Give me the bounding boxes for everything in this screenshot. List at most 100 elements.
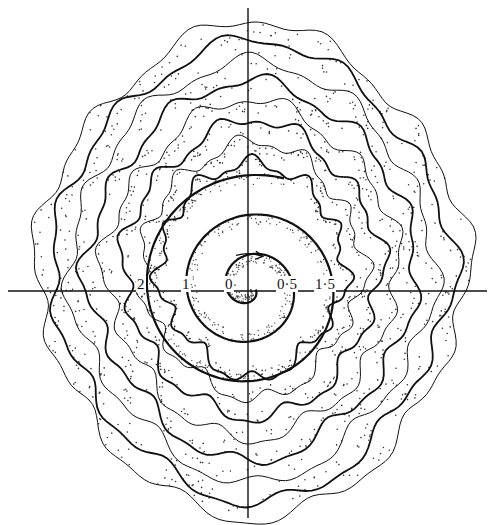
stipple-dot <box>119 296 121 298</box>
stipple-dot <box>49 345 51 347</box>
stipple-dot <box>250 258 251 259</box>
stipple-dot <box>186 474 188 476</box>
stipple-dot <box>235 298 236 299</box>
stipple-dot <box>116 113 118 115</box>
stipple-dot <box>238 39 240 41</box>
stipple-dot <box>343 474 345 476</box>
stipple-dot <box>148 332 150 334</box>
stipple-dot <box>349 316 351 318</box>
stipple-dot <box>329 382 331 384</box>
stipple-dot <box>405 233 407 235</box>
stipple-dot <box>302 133 304 135</box>
stipple-dot <box>230 470 232 472</box>
growth-line <box>150 154 354 380</box>
stipple-dot <box>279 270 280 271</box>
stipple-dot <box>445 340 447 342</box>
stipple-dot <box>93 163 95 165</box>
stipple-dot <box>405 393 407 395</box>
stipple-dot <box>98 115 100 117</box>
stipple-dot <box>323 381 325 383</box>
stipple-dot <box>109 146 111 148</box>
stipple-dot <box>359 346 361 348</box>
stipple-dot <box>334 263 336 265</box>
stipple-dot <box>353 108 355 110</box>
stipple-dot <box>92 288 94 290</box>
stipple-dot <box>279 272 280 273</box>
stipple-dot <box>127 431 129 433</box>
stipple-dot <box>185 45 187 47</box>
stipple-dot <box>167 230 169 232</box>
stipple-dot <box>144 219 146 221</box>
stipple-dot <box>403 268 405 270</box>
stipple-dot <box>443 237 445 239</box>
stipple-dot <box>358 254 360 256</box>
stipple-dot <box>366 80 368 82</box>
stipple-dot <box>306 238 307 239</box>
stipple-dot <box>238 269 239 270</box>
stipple-dot <box>175 481 177 483</box>
stipple-dot <box>269 266 270 267</box>
stipple-dot <box>90 129 92 131</box>
stipple-dot <box>202 253 203 254</box>
stipple-dot <box>239 265 240 266</box>
stipple-dot <box>243 265 244 266</box>
stipple-dot <box>251 295 252 296</box>
stipple-dot <box>348 183 350 185</box>
stipple-dot <box>259 153 261 155</box>
stipple-dot <box>83 309 85 311</box>
stipple-dot <box>271 367 272 368</box>
stipple-dot <box>200 154 202 156</box>
stipple-dot <box>356 198 358 200</box>
stipple-dot <box>456 275 458 277</box>
stipple-dot <box>408 184 410 186</box>
stipple-dot <box>440 275 442 277</box>
stipple-dot <box>380 273 382 275</box>
stipple-dot <box>237 507 239 509</box>
stipple-dot <box>228 112 230 114</box>
stipple-dot <box>315 110 317 112</box>
stipple-dot <box>173 334 174 335</box>
stipple-dot <box>166 248 168 250</box>
stipple-dot <box>314 477 316 479</box>
stipple-dot <box>326 71 328 73</box>
stipple-dot <box>274 105 276 107</box>
stipple-dot <box>137 341 139 343</box>
stipple-dot <box>105 131 107 133</box>
stipple-dot <box>185 454 187 456</box>
stipple-dot <box>157 300 158 301</box>
stipple-dot <box>146 174 148 176</box>
stipple-dot <box>159 306 160 307</box>
stipple-dot <box>115 180 117 182</box>
stipple-dot <box>415 162 417 164</box>
stipple-dot <box>336 296 338 298</box>
stipple-dot <box>218 229 219 230</box>
stipple-dot <box>423 183 425 185</box>
stipple-dot <box>154 301 155 302</box>
stipple-dot <box>171 377 173 379</box>
stipple-dot <box>156 180 158 182</box>
stipple-dot <box>323 120 325 122</box>
stipple-dot <box>55 352 57 354</box>
stipple-dot <box>242 259 243 260</box>
stipple-dot <box>369 434 371 436</box>
stipple-dot <box>333 378 335 380</box>
stipple-dot <box>104 374 106 376</box>
stipple-dot <box>196 172 198 174</box>
stipple-dot <box>174 150 176 152</box>
stipple-dot <box>429 179 431 181</box>
stipple-dot <box>441 310 443 312</box>
stipple-dot <box>371 146 373 148</box>
stipple-dot <box>156 222 158 224</box>
stipple-dot <box>139 84 141 86</box>
stipple-dot <box>78 268 80 270</box>
stipple-dot <box>263 262 264 263</box>
stipple-dot <box>250 88 252 90</box>
stipple-dot <box>284 293 285 294</box>
stipple-dot <box>306 177 308 179</box>
stipple-dot <box>260 221 261 222</box>
stipple-dot <box>336 428 338 430</box>
stipple-dot <box>311 114 313 116</box>
stipple-dot <box>264 260 265 261</box>
stipple-dot <box>246 297 247 298</box>
stipple-dot <box>159 253 160 254</box>
